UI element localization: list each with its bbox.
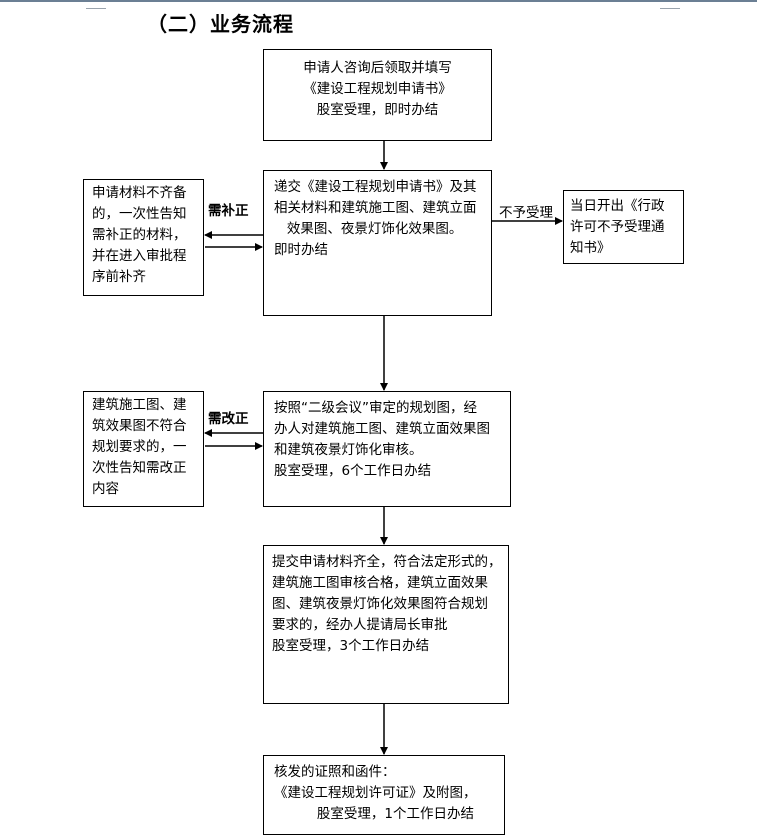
- not-accepted-label: 不予受理: [499, 205, 553, 221]
- supplement-box: 申请材料不齐备 的，一次性告知 需补正的材料， 并在进入审批程 序前补齐: [83, 179, 204, 296]
- reject-notice-box: 当日开出《行政 许可不予受理通 知书》: [563, 190, 684, 264]
- correction-box: 建筑施工图、建 筑效果图不符合 规划要求的，一 次性告知需改正 内容: [83, 391, 204, 507]
- top-border-line: [0, 0, 757, 2]
- step-issue-box: 核发的证照和函件： 《建设工程规划许可证》及附图， 股室受理，1个工作日办结: [263, 755, 505, 835]
- need-correction-label: 需改正: [208, 411, 249, 427]
- step-review-box: 按照“二级会议”审定的规划图，经 办人对建筑施工图、建筑立面效果图 和建筑夜景灯…: [263, 391, 511, 507]
- need-supplement-label: 需补正: [208, 203, 249, 219]
- step-submit-box: 递交《建设工程规划申请书》及其 相关材料和建筑施工图、建筑立面 效果图、夜景灯饰…: [263, 170, 492, 316]
- page-corner-mark-right: [660, 2, 680, 9]
- section-heading: （二）业务流程: [147, 12, 294, 36]
- page-corner-mark-left: [86, 2, 106, 9]
- step-apply-box: 申请人咨询后领取并填写 《建设工程规划申请书》 股室受理，即时办结: [263, 49, 492, 141]
- step-approve-box: 提交申请材料齐全，符合法定形式的， 建筑施工图审核合格，建筑立面效果 图、建筑夜…: [263, 545, 509, 704]
